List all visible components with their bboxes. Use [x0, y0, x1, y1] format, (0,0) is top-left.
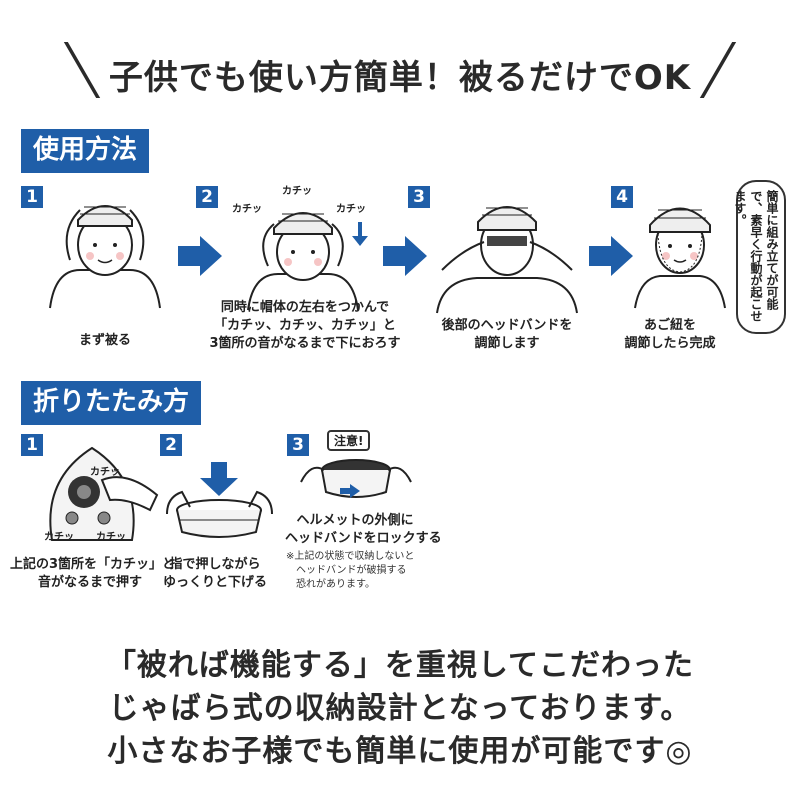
- click-sound-label: カチッ: [232, 204, 262, 215]
- folding-note: ※上記の状態で収納しないと ヘッドバンドが破損する 恐れがあります。: [286, 551, 415, 590]
- headline-banner: 子供でも使い方簡単！被るだけでOK: [0, 36, 800, 106]
- helmet-inside-press-illustration: [49, 446, 159, 541]
- usage-step-caption: まず被る: [78, 333, 131, 348]
- folding-step-number: 1: [21, 434, 43, 456]
- child-wearing-helmet-illustration: [49, 205, 161, 309]
- bottom-text-line: 「被れば機能する」を重視してこだわった: [105, 648, 695, 683]
- folding-step-caption: 上記の3箇所を「カチッ」と 音がなるまで押す: [10, 557, 176, 590]
- bottom-text-line: じゃばら式の収納設計となっております。: [108, 691, 692, 726]
- usage-step-caption: あご紐を 調節したら完成: [624, 318, 716, 351]
- usage-step-number: 4: [611, 186, 633, 208]
- click-sound-label: カチッ: [336, 204, 366, 215]
- folding-step-number: 2: [160, 434, 182, 456]
- right-slash: [699, 42, 737, 98]
- folding-section-title: 折りたたみ方: [21, 381, 202, 425]
- folding-step-caption: 指で押しながら ゆっくりと下げる: [162, 557, 267, 590]
- usage-step-caption: 同時に帽体の左右をつかんで 「カチッ、カチッ、カチッ」と 3箇所の音がなるまで下…: [209, 300, 401, 351]
- usage-step-number: 2: [196, 186, 218, 208]
- helmet-press-down-illustration: [166, 462, 273, 538]
- folding-step-number: 3: [287, 434, 309, 456]
- usage-step-number: 3: [408, 186, 430, 208]
- headline-text: 子供でも使い方簡単！被るだけでOK: [108, 58, 692, 98]
- click-sound-label: カチッ: [44, 532, 74, 543]
- click-sound-label: カチッ: [282, 186, 312, 197]
- child-pressing-helmet-illustration: [247, 212, 368, 311]
- click-sound-label: カチッ: [90, 467, 120, 478]
- usage-step-number: 1: [21, 186, 43, 208]
- speech-bubble-text: 簡単に組み立てが可能で、素早く行動が起こせます。: [733, 190, 779, 322]
- left-slash: [63, 42, 101, 98]
- click-sound-label: カチッ: [96, 532, 126, 543]
- arrow-right-icon: [383, 236, 427, 276]
- usage-step-caption: 後部のヘッドバンドを 調節します: [441, 318, 573, 351]
- arrow-right-icon: [178, 236, 222, 276]
- usage-section-title: 使用方法: [21, 129, 150, 173]
- bottom-text-line: 小さなお子様でも簡単に使用が可能です◎: [107, 734, 693, 769]
- arrow-right-icon: [589, 236, 633, 276]
- speech-bubble: 簡単に組み立てが可能で、素早く行動が起こせます。: [733, 180, 786, 334]
- child-completed-helmet-illustration: [634, 207, 726, 309]
- caution-badge: 注意!: [327, 430, 371, 451]
- folding-step-caption: ヘルメットの外側に ヘッドバンドをロックする: [285, 513, 442, 546]
- lock-headband-illustration: [300, 459, 412, 498]
- adjust-headband-illustration: [436, 206, 578, 314]
